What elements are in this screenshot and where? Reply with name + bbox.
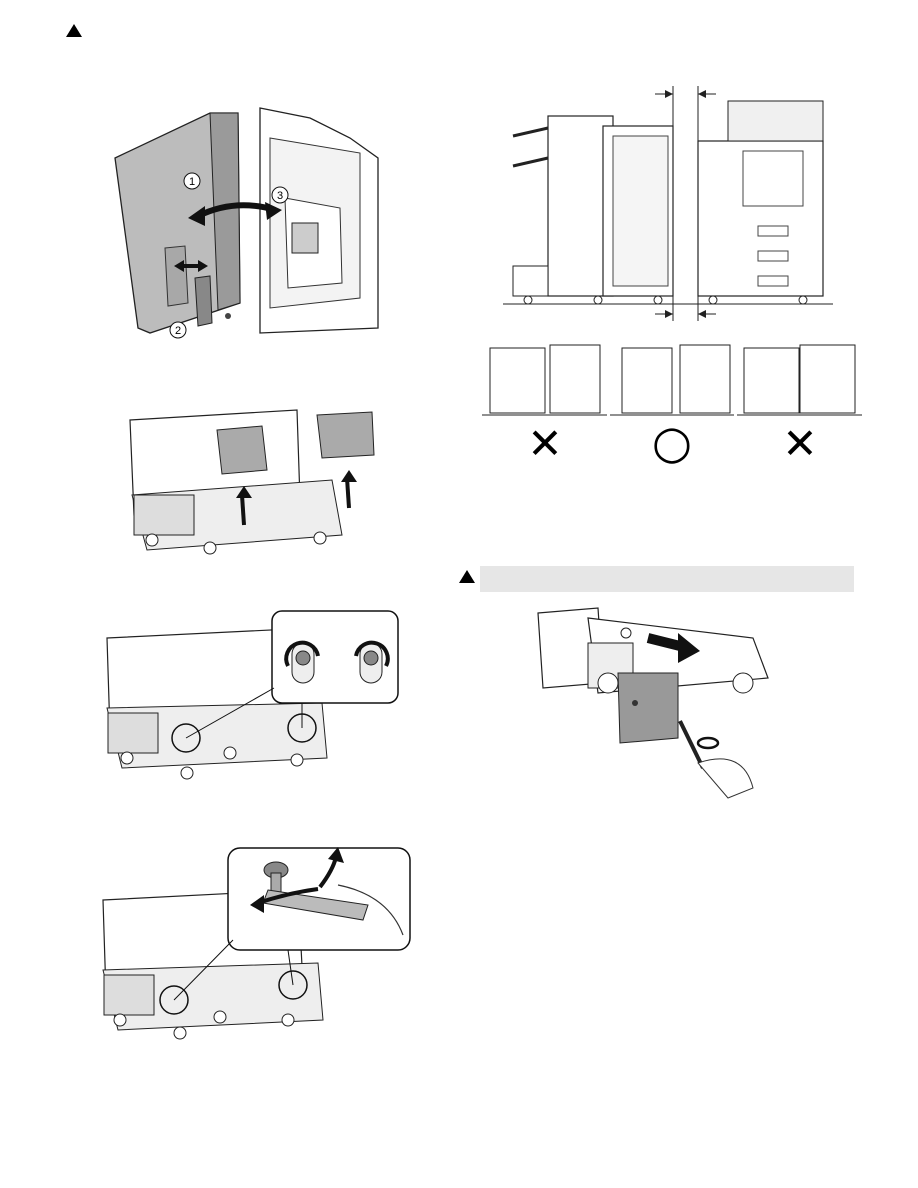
placement-option-3 [737,345,862,415]
figure-caster-adjust [102,608,402,788]
callout-3: 3 [277,190,283,202]
callout-1: 1 [189,176,195,188]
callout-2: 2 [175,325,181,337]
placement-option-2 [610,345,734,415]
figure-bracket-screwdriver [528,603,778,803]
placement-option-1 [482,345,607,415]
warning-triangle-icon [66,24,82,37]
figure-machine-alignment [503,86,833,321]
figure-placement-comparison: ✕ ○ ✕ [482,340,862,465]
verdict-incorrect-2: ✕ [782,419,817,465]
verdict-incorrect-1: ✕ [527,419,562,465]
warning-triangle-icon [459,570,475,583]
figure-adjuster-wrench [98,845,414,1040]
figure-base-covers [122,400,382,560]
verdict-correct: ○ [652,415,692,465]
figure-door-removal: 1 2 3 [110,98,390,343]
note-header-bar [480,566,854,592]
